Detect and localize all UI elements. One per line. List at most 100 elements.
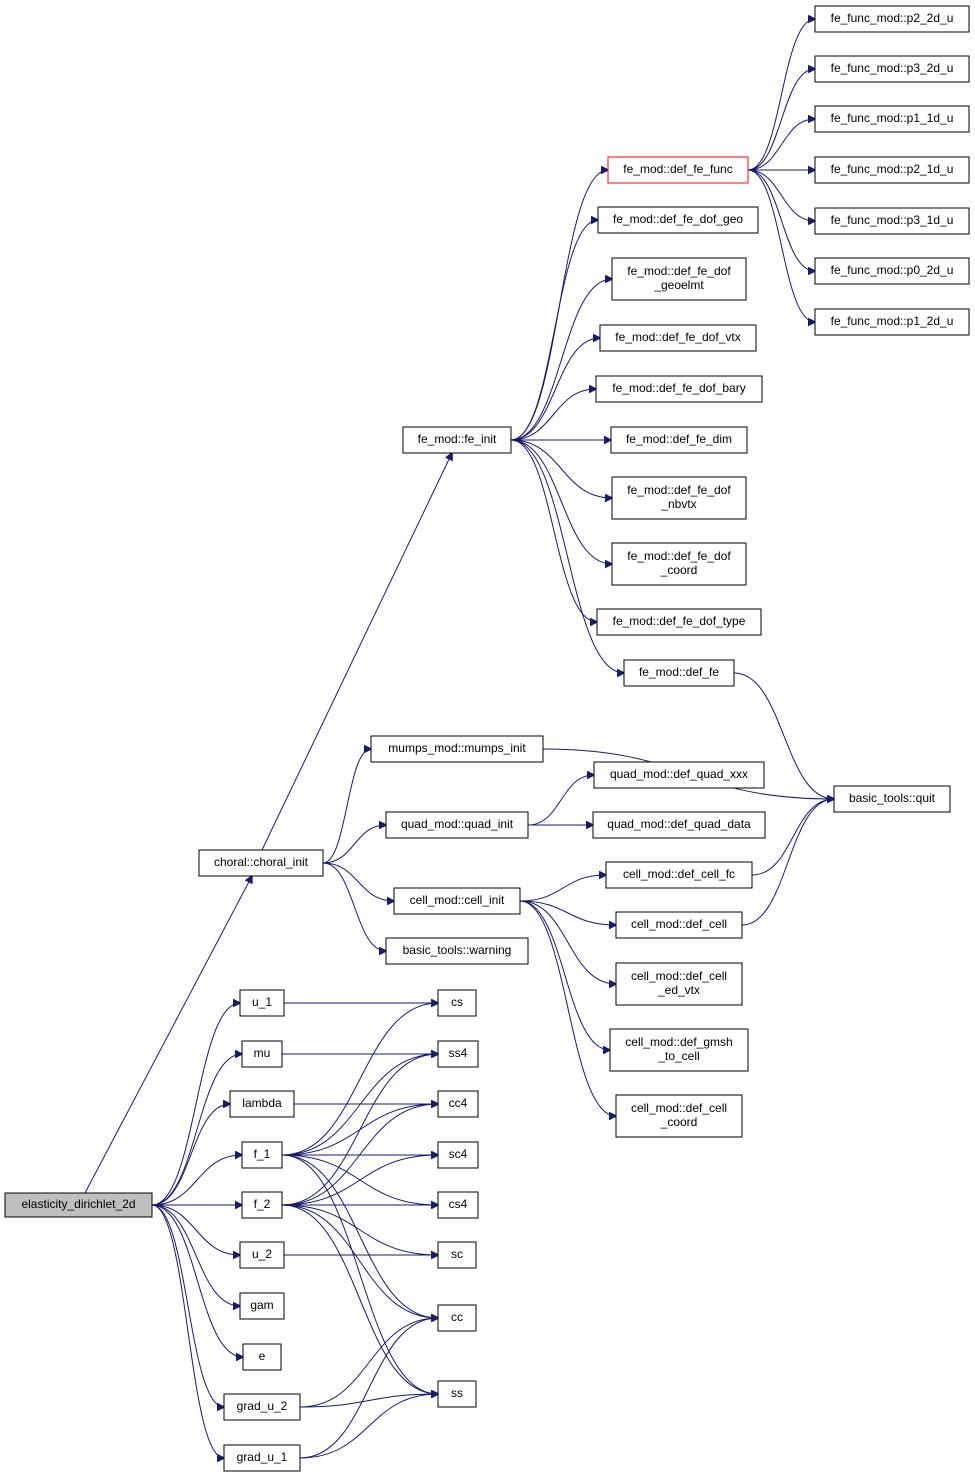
node-def-cell-coord[interactable]: cell_mod::def_cell_coord	[615, 1094, 743, 1138]
node-label: _ed_vtx	[657, 983, 700, 997]
node-cs4[interactable]: cs4	[437, 1191, 479, 1219]
node-label: cell_mod::def_cell	[631, 969, 727, 983]
edge-fe-init-to-def-fe-dof-geo	[510, 220, 598, 441]
node-label: lambda	[242, 1096, 282, 1110]
node-quad-init[interactable]: quad_mod::quad_init	[385, 811, 529, 839]
node-p0-2d-u[interactable]: fe_func_mod::p0_2d_u	[814, 257, 970, 285]
node-def-cell[interactable]: cell_mod::def_cell	[615, 911, 743, 939]
node-def-fe-func[interactable]: fe_mod::def_fe_func	[607, 156, 749, 184]
node-label: choral::choral_init	[214, 855, 309, 869]
node-p3-1d-u[interactable]: fe_func_mod::p3_1d_u	[814, 207, 970, 235]
node-label: sc	[451, 1247, 463, 1261]
edge-def-fe-func-to-p3-2d-u	[747, 69, 815, 171]
node-fe-init[interactable]: fe_mod::fe_init	[402, 426, 512, 454]
edge-fe-init-to-def-fe	[510, 439, 624, 673]
node-def-fe-dim[interactable]: fe_mod::def_fe_dim	[610, 426, 748, 454]
node-sc4[interactable]: sc4	[437, 1141, 479, 1169]
node-gam[interactable]: gam	[239, 1292, 285, 1320]
edge-def-cell-to-quit	[741, 799, 834, 926]
node-p3-2d-u[interactable]: fe_func_mod::p3_2d_u	[814, 55, 970, 83]
node-label: sc4	[449, 1147, 468, 1161]
node-p1-2d-u[interactable]: fe_func_mod::p1_2d_u	[814, 308, 970, 336]
node-def-fe-dof-geoelmt[interactable]: fe_mod::def_fe_dof_geoelmt	[611, 257, 747, 301]
node-sc[interactable]: sc	[437, 1241, 477, 1269]
node-mumps-init[interactable]: mumps_mod::mumps_init	[370, 735, 544, 763]
node-lambda[interactable]: lambda	[229, 1090, 295, 1118]
node-quit[interactable]: basic_tools::quit	[833, 785, 951, 813]
node-cc4[interactable]: cc4	[437, 1090, 479, 1118]
node-elasticity-dirichlet-2d[interactable]: elasticity_dirichlet_2d	[4, 1192, 153, 1218]
node-box	[615, 1094, 743, 1138]
node-label: fe_func_mod::p1_2d_u	[831, 314, 954, 328]
node-cc[interactable]: cc	[437, 1304, 477, 1332]
node-def-quad-xxx[interactable]: quad_mod::def_quad_xxx	[593, 761, 765, 789]
edge-fe-init-to-def-fe-dof-type	[510, 439, 597, 622]
node-box	[610, 426, 748, 454]
edge-choral-init-to-cell-init	[322, 862, 394, 901]
node-label: quad_mod::def_quad_data	[607, 817, 751, 831]
edge-elasticity-dirichlet-2d-to-lambda	[151, 1104, 230, 1206]
node-def-fe[interactable]: fe_mod::def_fe	[623, 659, 735, 687]
node-box	[611, 257, 747, 301]
node-cell-init[interactable]: cell_mod::cell_init	[393, 887, 521, 915]
node-def-fe-dof-bary[interactable]: fe_mod::def_fe_dof_bary	[595, 375, 763, 403]
edge-cell-init-to-def-cell-coord	[519, 900, 616, 1116]
edge-fe-init-to-def-fe-dof-geoelmt	[510, 279, 612, 441]
node-def-gmsh-to-cell[interactable]: cell_mod::def_gmsh_to_cell	[609, 1028, 749, 1072]
edge-grad-u-1-to-ss	[299, 1394, 438, 1459]
node-f-1[interactable]: f_1	[241, 1141, 283, 1169]
edge-f-2-to-ss4	[281, 1054, 438, 1206]
edge-cell-init-to-def-cell-ed-vtx	[519, 900, 616, 984]
node-label: fe_mod::def_fe_dim	[626, 432, 732, 446]
node-label: fe_mod::def_fe_dof	[627, 549, 731, 563]
node-label: cell_mod::def_cell_fc	[623, 867, 735, 881]
node-label: fe_mod::fe_init	[418, 432, 497, 446]
node-p2-1d-u[interactable]: fe_func_mod::p2_1d_u	[814, 156, 970, 184]
edge-cell-init-to-def-cell	[519, 900, 616, 925]
node-grad-u-1[interactable]: grad_u_1	[223, 1444, 301, 1472]
node-u-2[interactable]: u_2	[239, 1241, 285, 1269]
node-def-fe-dof-type[interactable]: fe_mod::def_fe_dof_type	[596, 608, 762, 636]
edge-f-2-to-sc	[281, 1204, 438, 1255]
node-box	[241, 1191, 283, 1219]
node-choral-init[interactable]: choral::choral_init	[198, 849, 324, 877]
node-box	[615, 911, 743, 939]
node-def-fe-dof-nbvtx[interactable]: fe_mod::def_fe_dof_nbvtx	[611, 476, 747, 520]
edge-grad-u-1-to-cc	[299, 1318, 438, 1459]
node-box	[385, 937, 529, 965]
edge-elasticity-dirichlet-2d-to-u-2	[151, 1204, 240, 1255]
edge-fe-init-to-def-fe-dof-bary	[510, 389, 596, 441]
node-box	[623, 659, 735, 687]
node-grad-u-2[interactable]: grad_u_2	[223, 1393, 301, 1421]
edge-f-1-to-ss	[281, 1154, 438, 1394]
node-label: fe_mod::def_fe_dof_type	[613, 614, 746, 628]
node-warning[interactable]: basic_tools::warning	[385, 937, 529, 965]
node-label: grad_u_2	[237, 1399, 288, 1413]
node-box	[814, 5, 970, 33]
node-def-fe-dof-geo[interactable]: fe_mod::def_fe_dof_geo	[597, 206, 759, 234]
node-mu[interactable]: mu	[241, 1040, 283, 1068]
node-u-1[interactable]: u_1	[239, 989, 285, 1017]
node-def-quad-data[interactable]: quad_mod::def_quad_data	[592, 811, 766, 839]
node-cs[interactable]: cs	[437, 989, 477, 1017]
node-label: f_1	[254, 1147, 271, 1161]
node-def-cell-ed-vtx[interactable]: cell_mod::def_cell_ed_vtx	[615, 962, 743, 1006]
node-def-fe-dof-vtx[interactable]: fe_mod::def_fe_dof_vtx	[599, 324, 757, 352]
node-label: mumps_mod::mumps_init	[388, 741, 526, 755]
node-def-fe-dof-coord[interactable]: fe_mod::def_fe_dof_coord	[611, 542, 747, 586]
edge-quad-init-to-def-quad-xxx	[527, 775, 594, 826]
edge-choral-init-to-quad-init	[322, 825, 386, 864]
node-box	[437, 1304, 477, 1332]
node-def-cell-fc[interactable]: cell_mod::def_cell_fc	[605, 861, 753, 889]
node-box	[599, 324, 757, 352]
node-ss4[interactable]: ss4	[437, 1040, 479, 1068]
node-e[interactable]: e	[242, 1343, 282, 1371]
node-box	[592, 811, 766, 839]
node-label: fe_mod::def_fe_dof_vtx	[615, 330, 740, 344]
node-f-2[interactable]: f_2	[241, 1191, 283, 1219]
node-ss[interactable]: ss	[437, 1380, 477, 1408]
node-box	[242, 1343, 282, 1371]
node-box	[4, 1192, 153, 1218]
node-p1-1d-u[interactable]: fe_func_mod::p1_1d_u	[814, 105, 970, 133]
node-p2-2d-u[interactable]: fe_func_mod::p2_2d_u	[814, 5, 970, 33]
